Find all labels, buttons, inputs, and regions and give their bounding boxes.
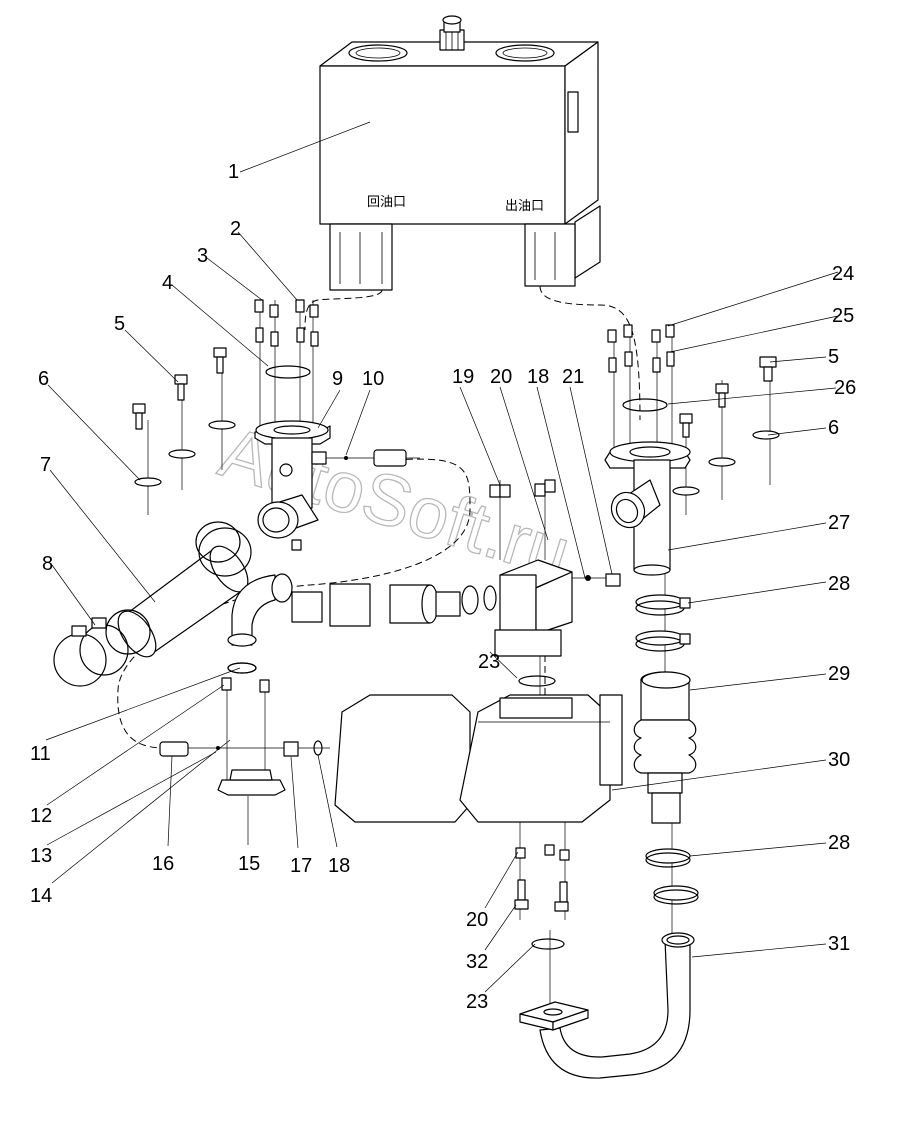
bellows-29: [633, 671, 697, 824]
callout-20-lower: 20: [466, 909, 488, 931]
callout-13: 13: [30, 845, 52, 867]
valve-group: [291, 583, 497, 627]
callout-3: 3: [197, 245, 208, 267]
return-o-ring: [265, 365, 311, 379]
callout-8: 8: [42, 553, 53, 575]
leader-lines: [45, 121, 839, 993]
outlet-washers-bolts: [672, 356, 780, 496]
manifold-block: [489, 479, 621, 657]
return-flange-bolts: [254, 299, 319, 347]
callout-19: 19: [452, 366, 474, 388]
callout-30: 30: [828, 749, 850, 771]
callout-16: 16: [152, 853, 174, 875]
pipe-o-ring: [531, 938, 565, 950]
callout-11: 11: [30, 743, 51, 765]
callout-5: 5: [114, 313, 125, 335]
fitting-10: [311, 449, 407, 467]
callout-32: 32: [466, 951, 488, 973]
callout-4: 4: [162, 272, 173, 294]
hose-clamps: [53, 609, 151, 687]
callout-23-lower: 23: [466, 991, 488, 1013]
callout-10: 10: [362, 368, 384, 390]
suction-line-route: [539, 285, 641, 421]
callout-12: 12: [30, 805, 52, 827]
callout-21: 21: [562, 366, 584, 388]
lower-left-fittings: [159, 662, 323, 796]
callout-26: 26: [834, 377, 856, 399]
callout-6: 6: [38, 368, 49, 390]
callout-23-upper: 23: [478, 651, 500, 673]
callout-20-upper: 20: [490, 366, 512, 388]
outlet-o-ring: [622, 398, 668, 412]
outlet-port-label: 出油口: [505, 199, 544, 214]
suction-pipe-31: [539, 932, 695, 1079]
callout-25: 25: [832, 305, 854, 327]
lower-clamps-28: [645, 848, 699, 905]
pipe-flange-23: [519, 1001, 589, 1031]
callout-18-upper: 18: [527, 366, 549, 388]
callout-17: 17: [290, 855, 312, 877]
callout-5-right: 5: [828, 346, 839, 368]
callout-28-upper: 28: [828, 573, 850, 595]
callout-7: 7: [40, 454, 51, 476]
callout-29: 29: [828, 663, 850, 685]
filter-bolts: [514, 844, 570, 912]
callout-27: 27: [828, 512, 850, 534]
outlet-bolts: [607, 324, 675, 373]
filter-housing-30: [334, 694, 623, 823]
outlet-flange-tee: [604, 441, 691, 576]
callout-24: 24: [832, 263, 854, 285]
return-flange-tee: [254, 420, 331, 551]
callout-28-lower: 28: [828, 832, 850, 854]
return-port-label: 回油口: [367, 195, 406, 210]
manifold-o-ring: [518, 675, 556, 687]
callout-14: 14: [30, 885, 52, 907]
return-hose: [117, 521, 252, 658]
clamps-28: [635, 594, 691, 652]
callout-18-lower: 18: [328, 855, 350, 877]
bypass-line-route: [117, 458, 471, 749]
callout-6-right: 6: [828, 417, 839, 439]
callout-15: 15: [238, 853, 260, 875]
callout-31: 31: [828, 933, 850, 955]
callout-9: 9: [332, 368, 343, 390]
hydraulic-tank: 回油口 出油口: [319, 15, 601, 291]
callout-2: 2: [230, 218, 241, 240]
callout-1: 1: [228, 161, 239, 183]
return-line-route: [304, 289, 383, 331]
callout-numbers: 1 2 3 4 5 6 7 8 9 10 11 12 13 14 15 16 1…: [30, 161, 856, 1013]
left-washers-bolts: [132, 347, 236, 487]
